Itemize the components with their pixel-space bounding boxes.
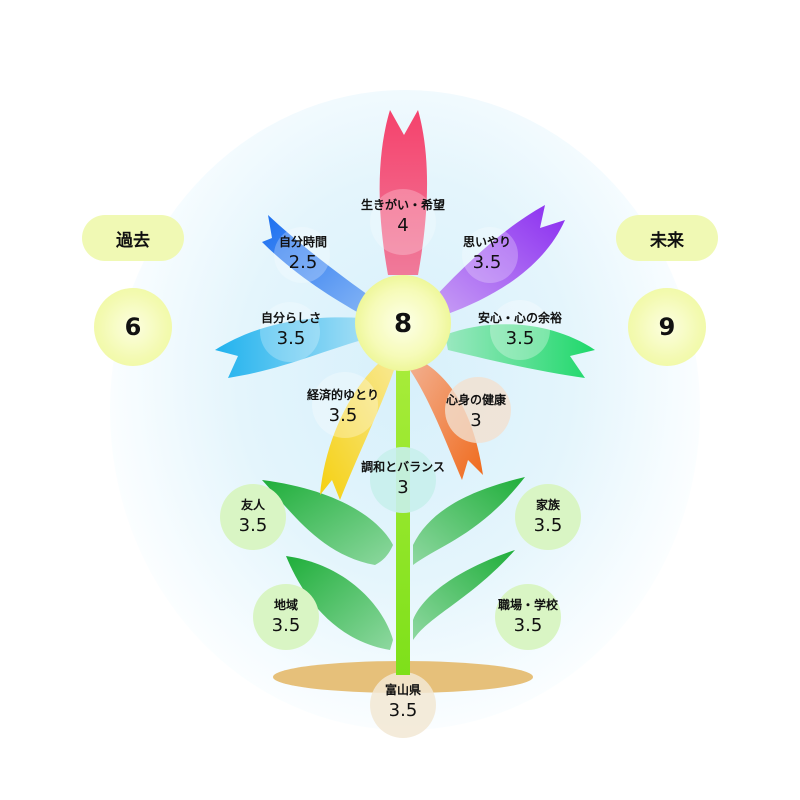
petal-name: 心身の健康 [445,393,507,407]
soil-label-toyama: 富山県 3.5 [385,682,421,724]
petal-pink [379,110,428,275]
petal-label-anshin: 安心・心の余裕 3.5 [478,310,562,352]
soil-value: 3.5 [388,700,418,721]
leaf-upper-left [262,480,393,565]
leaf-value: 3.5 [271,615,301,636]
leaf-label-chiiki: 地域 3.5 [272,597,301,639]
petal-label-ikigai: 生きがい・希望 4 [361,197,445,239]
petal-name: 自分時間 [278,235,328,249]
stem [396,360,410,675]
leaf-name: 職場・学校 [497,598,559,612]
leaf-value: 3.5 [513,615,543,636]
leaf-name: 友人 [240,498,266,512]
petal-name: 思いやり [462,235,512,249]
leaf-label-yujin: 友人 3.5 [239,497,268,539]
leaf-name: 地域 [273,598,299,612]
bubble-chiiki [253,584,319,650]
leaf-value: 3.5 [533,515,563,536]
leaf-name: 家族 [535,498,561,512]
future-label-pill: 未来 [616,215,718,261]
leaf-lower-right [413,550,515,640]
bubble-kazoku [515,484,581,550]
bubble-jibunjikan [274,227,330,283]
petal-green [445,324,595,378]
future-value-orb: 9 [628,288,706,366]
leaf-label-shokuba: 職場・学校 3.5 [498,597,558,639]
past-value-orb: 6 [94,288,172,366]
petal-name: 安心・心の余裕 [477,311,563,325]
bubble-ikigai [370,189,436,255]
stem-value: 3 [397,477,409,498]
bubble-shokuba [495,584,561,650]
stem-label-chowa: 調和とバランス 3 [361,459,445,501]
bubble-chowa [370,447,436,513]
petal-orange [410,360,483,480]
bubble-yujin [220,484,286,550]
soil-bubble [370,672,436,738]
leaf-value: 3.5 [238,515,268,536]
petal-value: 4 [397,215,409,236]
petal-value: 3.5 [472,252,502,273]
bubble-keizai [312,372,378,438]
petal-blue [262,215,375,318]
petal-value: 2.5 [288,252,318,273]
stem-name: 調和とバランス [361,460,445,474]
petal-value: 3.5 [505,328,535,349]
center-score: 8 [393,309,413,339]
soil-name: 富山県 [384,683,422,697]
petal-label-omoiyari: 思いやり 3.5 [463,234,511,276]
petal-name: 自分らしさ [260,311,322,325]
bubble-anshin [490,300,550,360]
petal-name: 生きがい・希望 [360,198,446,212]
petal-yellow [320,362,394,500]
petal-label-jibunrashisa: 自分らしさ 3.5 [261,310,321,352]
petal-label-shinshin: 心身の健康 3 [446,392,506,434]
petal-name: 経済的ゆとり [306,388,380,402]
leaf-lower-left [286,556,393,650]
petal-value: 3.5 [328,405,358,426]
flower-center [355,275,451,371]
bubble-shinshin [445,377,511,443]
petal-label-keizai: 経済的ゆとり 3.5 [307,387,379,429]
petal-purple [432,205,565,315]
petal-value: 3.5 [276,328,306,349]
bubble-omoiyari [462,227,518,283]
past-label-pill: 過去 [82,215,184,261]
petal-cyan [215,317,362,378]
petal-value: 3 [470,410,482,431]
leaf-label-kazoku: 家族 3.5 [534,497,563,539]
petal-label-jibunjikan: 自分時間 2.5 [279,234,327,276]
leaf-upper-right [413,477,525,565]
bubble-jibunrashisa [260,302,320,362]
